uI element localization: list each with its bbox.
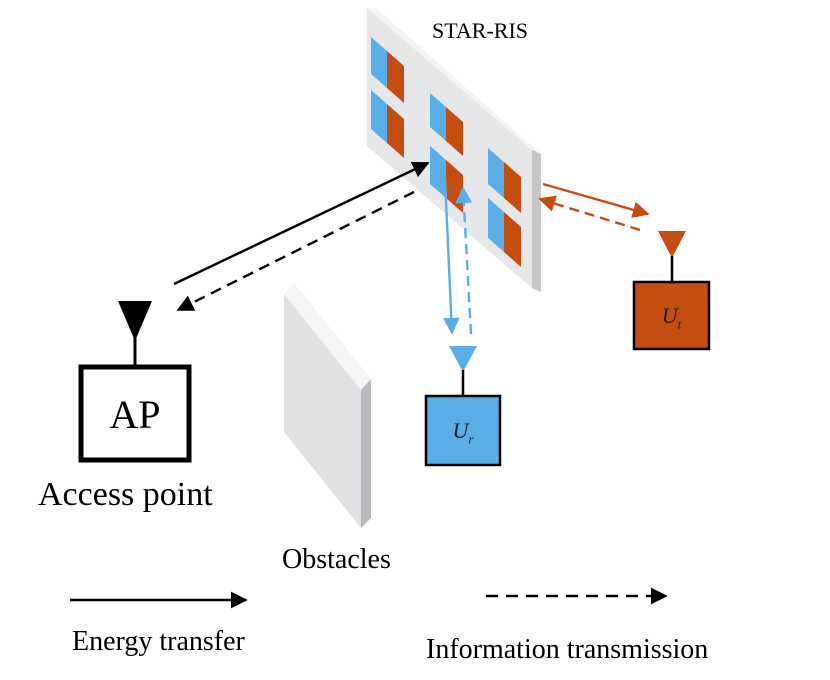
info-transmission-arrow-ut-ris — [538, 195, 641, 232]
energy-transfer-arrow-ris-ur — [442, 177, 460, 335]
access-point-caption: Access point — [38, 476, 213, 513]
ap-box — [78, 364, 192, 463]
ap-box-text: AP — [109, 392, 161, 437]
ut-box — [632, 280, 711, 351]
ur-antenna — [449, 346, 477, 395]
energy-transfer-arrow-ap-ris — [173, 161, 430, 286]
info-transmission-arrow-ris-ap — [176, 190, 415, 312]
obstacles-label: Obstacles — [282, 544, 391, 575]
ut-label: Ut — [633, 282, 710, 350]
ut-antenna — [658, 231, 686, 281]
ris-element — [371, 37, 404, 103]
star-ris-label: STAR-RIS — [432, 18, 529, 43]
info-transmission-arrow-ur-ris — [455, 186, 473, 335]
ut-symbol: U — [661, 303, 678, 328]
ap-antenna — [118, 301, 152, 366]
ris-element — [430, 93, 463, 156]
ur-subscript: r — [468, 431, 474, 447]
obstacle-wall — [284, 283, 371, 528]
ur-symbol: U — [452, 418, 469, 443]
ur-box — [424, 394, 502, 467]
ris-element — [488, 148, 521, 213]
ur-label: Ur — [425, 396, 501, 466]
ut-subscript: t — [677, 316, 682, 332]
legend-info-label: Information transmission — [426, 634, 709, 665]
energy-transfer-arrow-ris-ut — [542, 182, 650, 218]
legend-energy-label: Energy transfer — [72, 626, 245, 657]
ris-element — [488, 198, 521, 267]
star-ris-panel — [367, 8, 541, 292]
ris-element — [371, 90, 404, 158]
